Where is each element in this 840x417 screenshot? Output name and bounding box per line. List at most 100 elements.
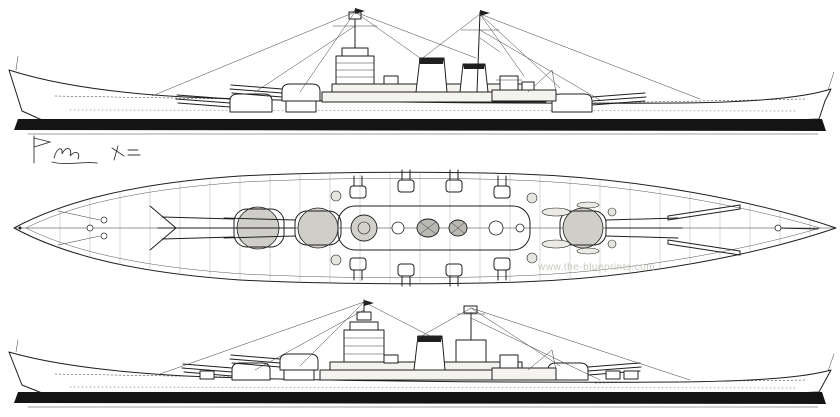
- main-turret-c: [547, 362, 589, 381]
- waterline-band: [14, 392, 826, 404]
- plan-funnel-2-grate: [451, 222, 465, 234]
- stern-ensign-staff: [827, 353, 835, 372]
- funnel-1-cap: [419, 58, 444, 64]
- plan-hull-outline: [13, 171, 837, 285]
- funnel-2-cap: [463, 64, 485, 69]
- stern-ensign-staff: [827, 71, 835, 91]
- capstan: [100, 216, 108, 224]
- secondary-turret: [445, 263, 463, 277]
- plan-bridge: [350, 214, 378, 242]
- ship-boats: [541, 201, 600, 255]
- boat: [541, 207, 571, 217]
- secondary-turret: [349, 257, 367, 271]
- deck-railing: [54, 95, 806, 104]
- bridge-levels: [335, 62, 375, 78]
- aft-deckhouse: [491, 89, 557, 102]
- secondary-mount: [605, 370, 621, 380]
- main-turret-c: [551, 93, 593, 113]
- plan-view: [13, 169, 837, 287]
- rigging-lines: [151, 11, 701, 101]
- boat-crane: [527, 69, 557, 93]
- secondary-mount: [383, 354, 399, 364]
- main-turret-b: [279, 353, 319, 371]
- turret-b-barrels: [229, 84, 283, 98]
- turret-b-barrels: [229, 354, 281, 368]
- waterline-band: [14, 119, 826, 131]
- mainmast: [476, 11, 481, 93]
- secondary-mount: [623, 370, 639, 380]
- plan-funnel-1-grate: [419, 221, 437, 235]
- porthole-row: [69, 109, 796, 112]
- plan-bridge-inner: [357, 221, 371, 235]
- plan-director-aft: [488, 220, 504, 236]
- aft-director: [499, 354, 519, 369]
- sketch-flag: [33, 137, 52, 148]
- foremast-flag: [364, 300, 374, 306]
- mainmast-radar: [463, 305, 478, 314]
- plan-turret-b-barrels: [219, 217, 296, 239]
- fore-tower-cap: [349, 321, 379, 331]
- mainmast-gaff: [479, 37, 501, 53]
- aft-tower: [455, 339, 487, 363]
- porthole-row: [69, 386, 796, 389]
- secondary-turret: [493, 257, 511, 271]
- anchor-chains: [57, 210, 101, 246]
- turret-b-barbette: [283, 369, 315, 381]
- barbette-b: [297, 207, 339, 249]
- secondary-turret: [349, 185, 367, 199]
- aa-tub: [526, 252, 538, 264]
- secondary-turrets: [349, 169, 511, 287]
- side-view-upper: [8, 8, 835, 165]
- boat-crane: [527, 349, 557, 371]
- secondary-turret: [397, 179, 415, 193]
- rigging-lines: [159, 301, 691, 381]
- secondary-turret: [445, 179, 463, 193]
- secondary-mount-fore: [383, 75, 399, 85]
- catapult-port: [667, 204, 741, 221]
- aa-tub: [526, 192, 538, 204]
- plan-director-small: [515, 223, 525, 233]
- capstan: [100, 232, 108, 240]
- bow-jackstaff: [15, 339, 19, 353]
- secondary-turret-barrels: [353, 169, 507, 287]
- aa-tub: [330, 254, 342, 266]
- fore-tower-levels: [343, 337, 385, 355]
- stern-crane-base: [774, 224, 782, 232]
- secondary-mount-aft: [521, 81, 535, 91]
- mainmast-flag: [480, 10, 490, 16]
- secondary-mount: [199, 370, 215, 380]
- foremast-flag: [355, 8, 365, 14]
- aa-tub: [607, 207, 617, 217]
- aa-gun-tubs: [330, 190, 617, 266]
- plan-turret-c-barrels: [605, 217, 683, 239]
- aa-tub: [607, 239, 617, 249]
- turret-c-barrels: [591, 92, 647, 106]
- fore-radar: [356, 311, 372, 321]
- barbette-c: [562, 207, 604, 249]
- sketch-marks: [111, 145, 141, 161]
- jackstaff-base: [18, 226, 22, 230]
- plan-superstructure: [337, 205, 531, 251]
- main-turret-b: [281, 83, 321, 102]
- secondary-turret: [397, 263, 415, 277]
- side-view-lower: [8, 299, 835, 408]
- sketch-underline: [51, 161, 98, 165]
- turret-a-barrels: [175, 94, 231, 108]
- boat: [576, 201, 600, 209]
- main-turret-a: [229, 93, 273, 113]
- secondary-turret: [493, 185, 511, 199]
- margin-signature-sketch: [33, 135, 141, 165]
- capstan: [86, 224, 94, 232]
- breakwater: [149, 205, 177, 251]
- plan-director-fore: [391, 221, 405, 235]
- turret-b-barbette: [285, 100, 317, 113]
- funnel-cap: [417, 336, 442, 342]
- aft-deckhouse: [491, 367, 557, 381]
- stern-crane: [777, 227, 819, 230]
- aft-director: [499, 75, 519, 91]
- bow-jackstaff: [15, 55, 19, 71]
- conning-top: [341, 47, 369, 57]
- watermark-text: www.the-blueprints.com: [538, 262, 656, 273]
